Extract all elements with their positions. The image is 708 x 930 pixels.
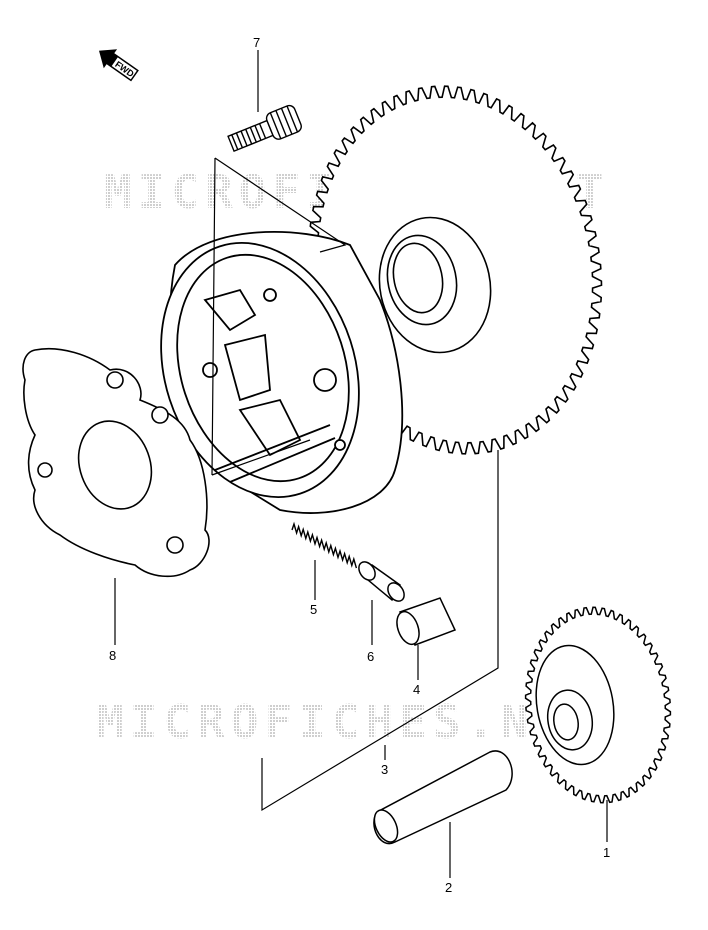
clutch-housing <box>160 230 404 514</box>
callout-4: 4 <box>413 682 420 697</box>
part-8-plate <box>22 347 210 578</box>
part-7-bolt <box>227 104 302 153</box>
part-5-spring <box>291 521 358 569</box>
part-6-plunger <box>358 561 405 602</box>
watermark-bottom: MICROFICHES.NET <box>96 695 601 749</box>
part-2-shaft <box>373 750 513 845</box>
leader-lines <box>114 50 608 878</box>
callout-5: 5 <box>310 602 317 617</box>
callout-8: 8 <box>109 648 116 663</box>
callout-3: 3 <box>381 762 388 777</box>
callout-1: 1 <box>603 845 610 860</box>
bearing <box>378 216 492 354</box>
callout-2: 2 <box>445 880 452 895</box>
part-1-gear <box>524 606 672 804</box>
callout-7: 7 <box>253 35 260 50</box>
fwd-arrow-icon: FWD <box>99 49 139 82</box>
callout-6: 6 <box>367 649 374 664</box>
part-4-roller <box>396 597 457 646</box>
